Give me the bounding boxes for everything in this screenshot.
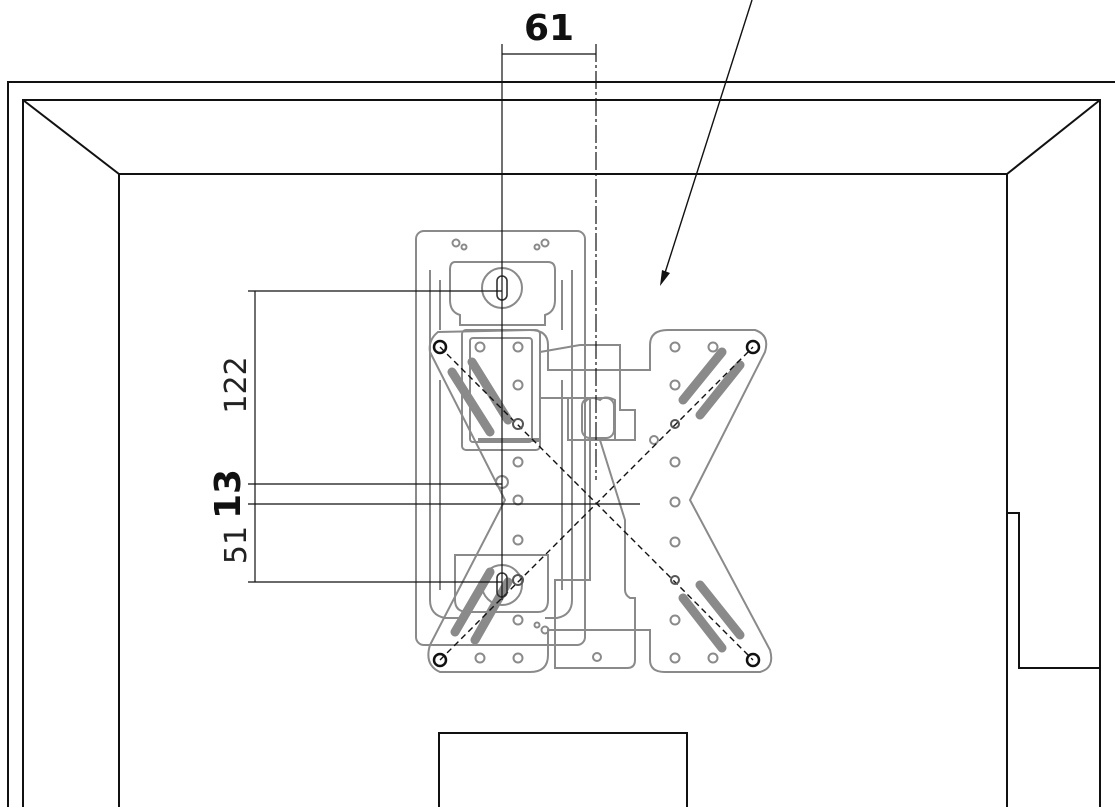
screw-inner-br (670, 575, 680, 585)
dimension-lines (248, 44, 640, 600)
slot-tr-2 (695, 360, 745, 420)
inner-screws (512, 418, 680, 586)
wall-plate (415, 230, 586, 646)
pivot-arm-latch (581, 397, 615, 439)
hole (512, 494, 524, 506)
vesa-screws (432, 339, 761, 668)
hole (512, 614, 524, 626)
screw-inner-tr (670, 419, 680, 429)
screw-inner-bl (512, 574, 524, 586)
slot-br-1 (678, 593, 727, 653)
bevel-line-left (22, 99, 120, 175)
hole (669, 614, 681, 626)
pivot-arm (539, 344, 636, 669)
pivot-arm-body (539, 344, 636, 669)
hole (669, 379, 681, 391)
pivot-arm-knob (567, 396, 616, 441)
hole (512, 456, 524, 468)
wall-plate-inner-right (545, 270, 573, 619)
hole (669, 496, 681, 508)
vesa-plate-outline (427, 328, 773, 673)
hole (512, 379, 524, 391)
screw-bottom-right (745, 652, 761, 668)
wall-plate-hole-tl-a (451, 238, 461, 248)
hole (707, 341, 719, 353)
wall-plate-top-cradle (449, 261, 556, 326)
hole (707, 652, 719, 664)
vesa-plate-holes (474, 341, 719, 664)
hole (669, 341, 681, 353)
hole (669, 456, 681, 468)
slot-br-2 (695, 580, 745, 640)
wall-plate-slot (461, 329, 541, 451)
slot-tr-1 (678, 347, 727, 405)
screw-top-left (432, 339, 448, 355)
wall-plate-bottom-cradle (454, 554, 549, 613)
wall-plate-outline (415, 230, 586, 646)
hole (669, 652, 681, 664)
dim-label-61: 61 (524, 8, 574, 49)
hole (474, 341, 486, 353)
hole (512, 341, 524, 353)
dim-label-122: 122 (219, 356, 254, 413)
slot-tl-1 (447, 367, 495, 437)
dim-label-13: 13 (208, 469, 249, 519)
hole (474, 652, 486, 664)
hole (512, 534, 524, 546)
wall-plate-hole-br-b (533, 621, 541, 629)
bevel-line-right (1006, 99, 1101, 175)
pivot-arm-hole (592, 652, 602, 662)
hole (512, 652, 524, 664)
tv-outer-frame (7, 81, 1115, 807)
leader-arrow-line (663, 0, 753, 277)
inner-panel-edges (118, 173, 1008, 807)
wall-plate-hole-tr-b (533, 243, 541, 251)
screw-inner-tl (512, 418, 524, 430)
dim-label-51: 51 (219, 526, 254, 564)
screw-top-right (745, 339, 761, 355)
leader-arrow (660, 0, 753, 286)
hole (669, 536, 681, 548)
leader-arrow-head (660, 270, 670, 286)
tv-side-port-notch (1007, 512, 1100, 669)
tv-stand-base (438, 732, 688, 807)
screw-bottom-left (432, 652, 448, 668)
wall-plate-hole-tr-a (540, 238, 550, 248)
tv-outline (7, 81, 1115, 807)
tv-bezel-frame (22, 99, 1101, 807)
wall-plate-hole-tl-b (460, 243, 468, 251)
hole (649, 435, 659, 445)
